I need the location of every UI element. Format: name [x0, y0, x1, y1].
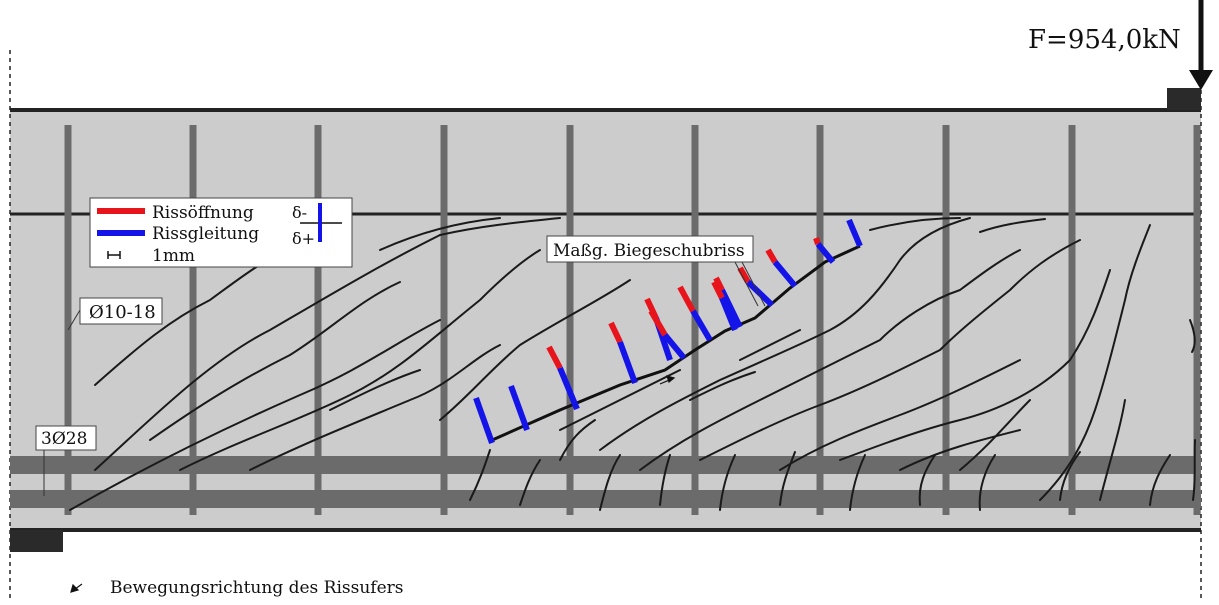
load-label: F=954,0kN — [1028, 25, 1181, 55]
crack-sliding-bar — [473, 396, 495, 445]
crack — [1192, 439, 1196, 501]
crack-opening-bar — [648, 309, 668, 337]
long-bar-callout: 3Ø28 — [35, 425, 97, 496]
crack — [779, 451, 796, 506]
crack — [1189, 319, 1196, 353]
crack-opening-bar — [546, 345, 563, 370]
critical-crack-label: Maßg. Biegeschubriss — [553, 241, 745, 261]
footnote-arrow-icon — [70, 583, 83, 593]
crack-opening-bar — [677, 285, 696, 313]
crack — [599, 217, 971, 451]
crack-sliding-bar — [508, 384, 530, 432]
movement-arrow-icon — [659, 375, 676, 385]
crack — [978, 454, 996, 511]
crack — [249, 344, 501, 471]
crack — [869, 217, 961, 231]
crack-opening-bar — [813, 237, 821, 245]
crack — [469, 449, 491, 501]
crack — [979, 218, 1046, 233]
crack — [739, 329, 801, 361]
crack — [719, 454, 736, 511]
crack-sliding-bar — [815, 242, 836, 264]
crack-sliding-bar — [557, 366, 580, 411]
load-arrow-icon — [1189, 0, 1213, 90]
crack-pattern — [69, 217, 1196, 511]
crack — [918, 454, 936, 506]
crack-sliding-bar — [772, 260, 798, 288]
long-bar-label: 3Ø28 — [41, 429, 87, 449]
crack-measurements — [473, 218, 863, 445]
sign-plus-label: δ+ — [292, 229, 315, 248]
crack-sliding-bar — [662, 333, 687, 360]
crack-sliding-bar — [690, 309, 713, 342]
crack — [1099, 399, 1126, 501]
crack — [519, 459, 541, 506]
crack — [639, 249, 1021, 471]
crack — [439, 217, 561, 236]
crack — [899, 429, 1021, 471]
crack — [659, 454, 671, 506]
crack-opening-bar — [737, 266, 751, 284]
crack-sliding-bar — [617, 340, 638, 385]
scale-bar-icon — [107, 251, 121, 259]
crack — [559, 419, 596, 461]
crack — [149, 281, 401, 441]
crack-opening-bar — [765, 248, 778, 264]
crack — [1039, 224, 1151, 501]
crack — [959, 399, 1031, 471]
crack-opening-bar — [608, 321, 623, 344]
crack-opening-bar — [711, 280, 725, 300]
left-support — [10, 530, 63, 552]
crack — [1059, 451, 1081, 501]
legend-sliding-label: Rissgleitung — [152, 224, 259, 244]
crack — [329, 369, 421, 411]
crack-sliding-bar — [846, 218, 863, 248]
crack — [94, 234, 441, 471]
crack-opening-bar — [713, 276, 725, 292]
crack — [379, 217, 501, 251]
crack — [699, 239, 1081, 461]
long-bar-bottom — [10, 490, 1201, 508]
crack — [779, 359, 1021, 471]
legend: Rissöffnung Rissgleitung 1mm δ- δ+ — [89, 197, 353, 268]
crack-sliding-bar — [745, 279, 775, 308]
critical-crack — [489, 244, 861, 443]
crack-sliding-bar — [719, 288, 743, 329]
crack — [599, 454, 621, 511]
right-support — [1167, 88, 1201, 110]
crack — [1149, 454, 1171, 506]
crack — [179, 249, 541, 471]
legend-scale-label: 1mm — [152, 246, 195, 266]
stirrup-callout: Ø10-18 — [67, 297, 163, 331]
crack — [849, 454, 866, 511]
legend-opening-label: Rissöffnung — [152, 203, 254, 223]
crack — [689, 371, 756, 401]
critical-crack-callout: Maßg. Biegeschubriss — [546, 235, 766, 307]
crack — [839, 269, 1111, 461]
stirrup-label: Ø10-18 — [89, 302, 156, 323]
crack-sliding-bar — [719, 296, 738, 332]
crack — [439, 279, 631, 421]
sign-minus-label: δ- — [292, 203, 307, 222]
footnote-label: Bewegungsrichtung des Rissufers — [110, 578, 404, 598]
crack — [69, 319, 441, 511]
